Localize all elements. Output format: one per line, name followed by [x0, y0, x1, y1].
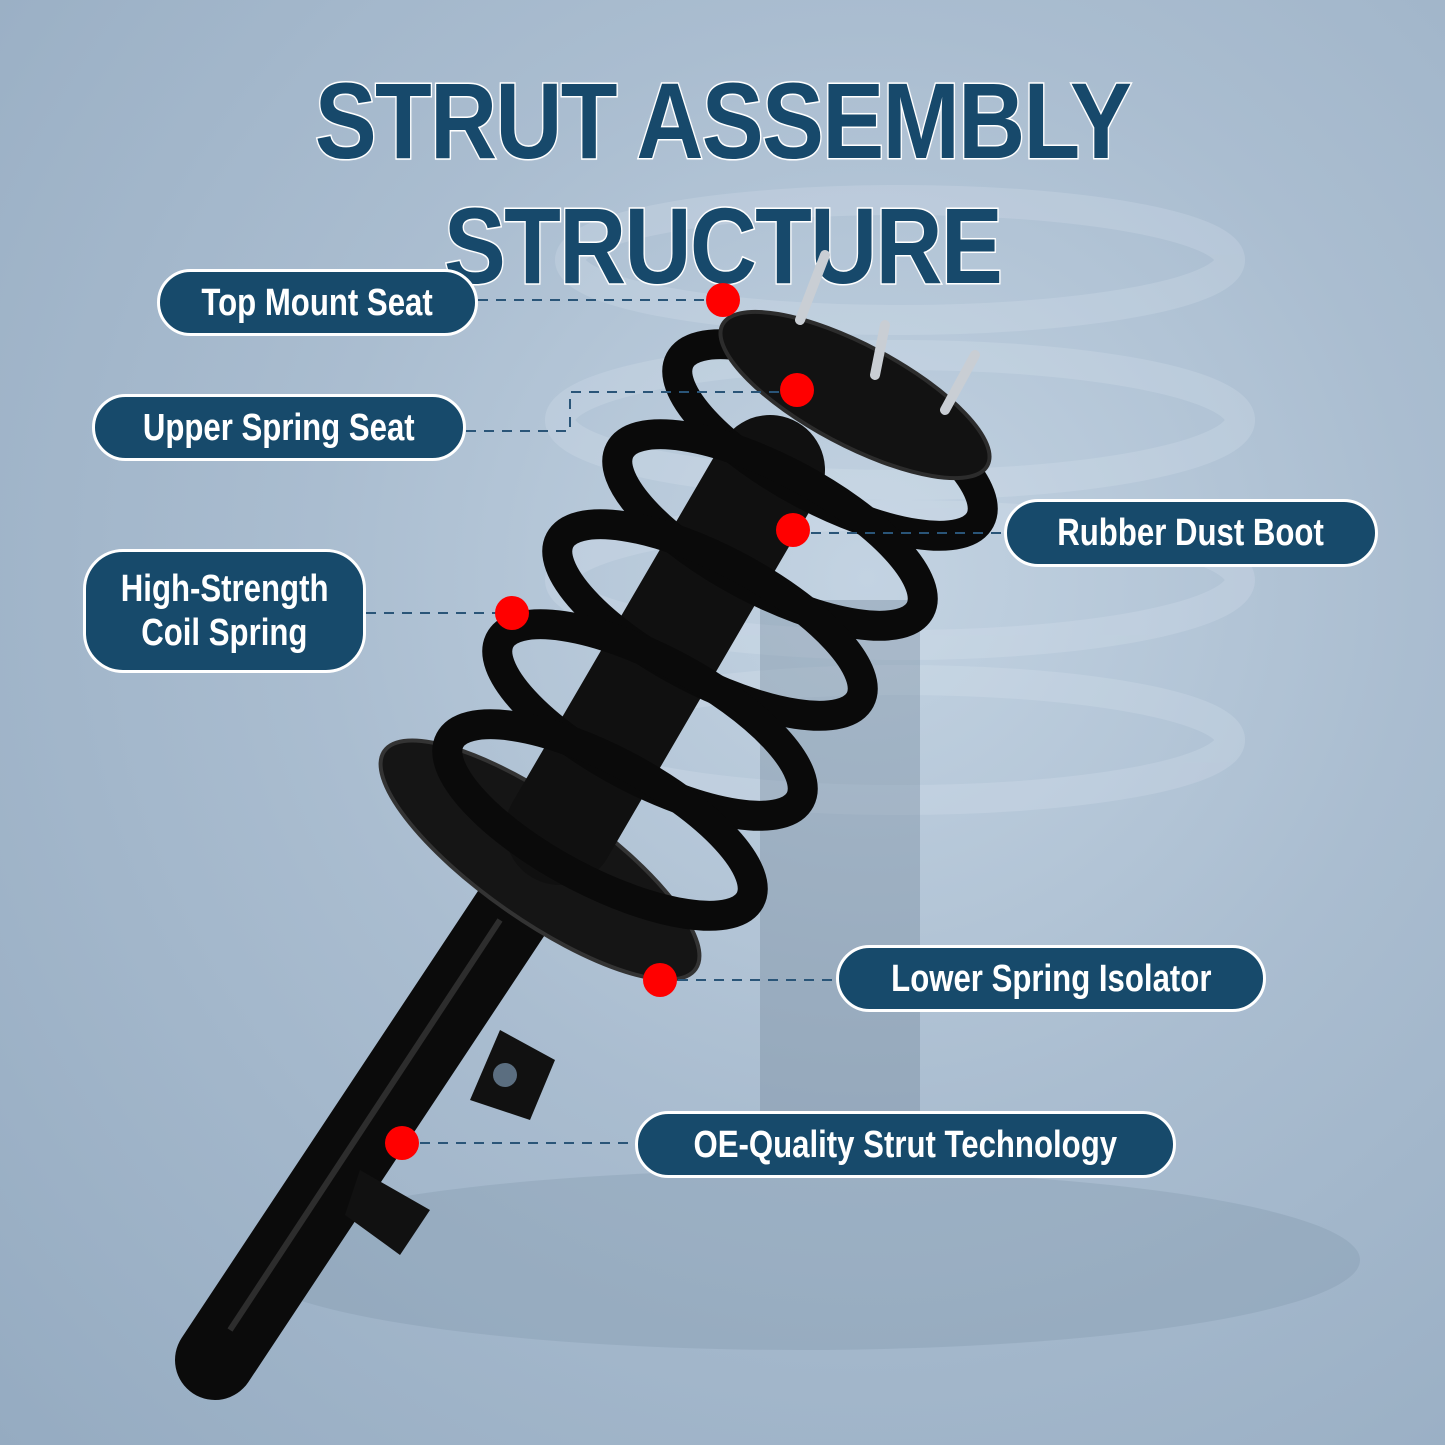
label-coil-spring: High-Strength Coil Spring [83, 549, 366, 673]
label-text-line2: Coil Spring [141, 612, 308, 654]
label-text: Top Mount Seat [201, 281, 434, 324]
label-text: Upper Spring Seat [143, 406, 415, 449]
label-text: OE-Quality Strut Technology [693, 1123, 1118, 1166]
label-top-mount-seat: Top Mount Seat [157, 269, 478, 336]
label-text: Lower Spring Isolator [890, 957, 1212, 1000]
label-text: Rubber Dust Boot [1057, 512, 1325, 554]
label-oe-quality: OE-Quality Strut Technology [635, 1111, 1176, 1178]
label-text-line1: High-Strength [120, 568, 329, 610]
label-lower-spring-isolator: Lower Spring Isolator [836, 945, 1266, 1012]
label-rubber-dust-boot: Rubber Dust Boot [1004, 499, 1378, 567]
label-upper-spring-seat: Upper Spring Seat [92, 394, 466, 461]
